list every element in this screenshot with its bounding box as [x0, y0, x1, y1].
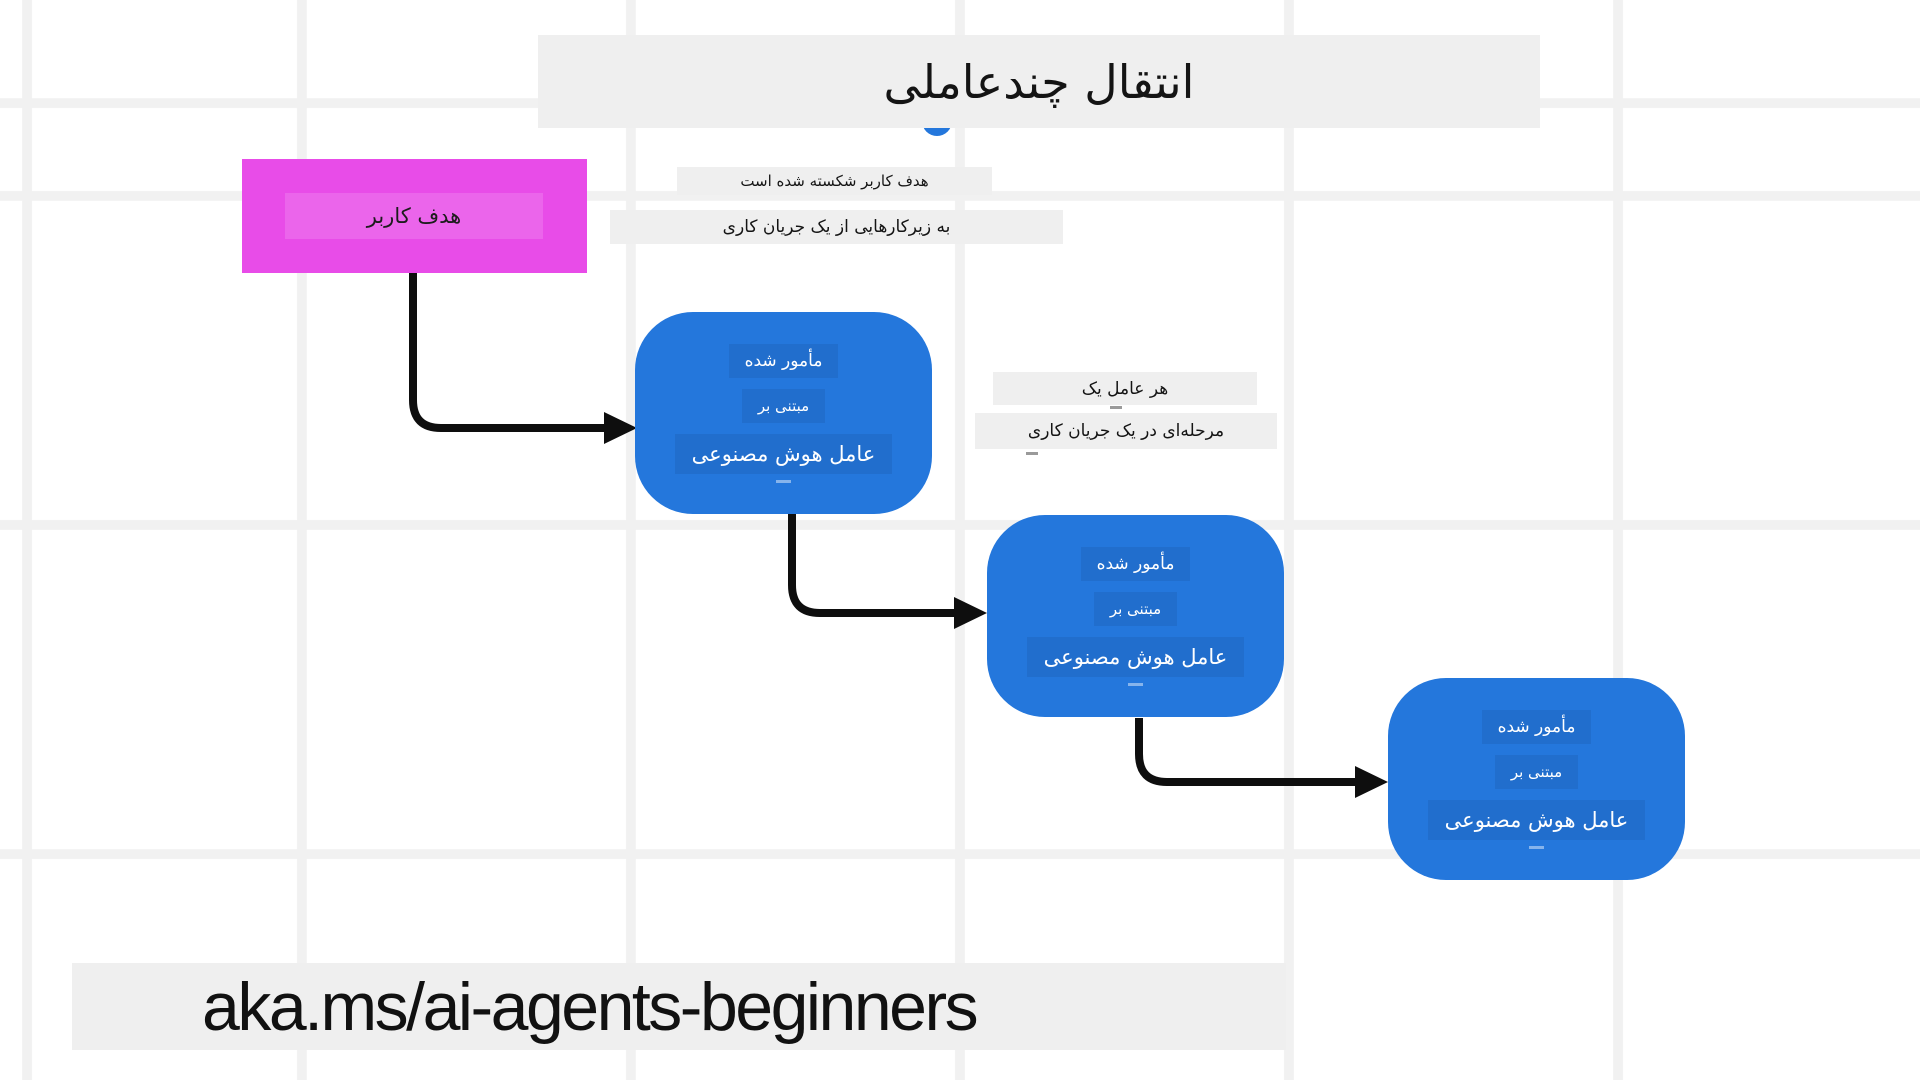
arrow-agent1-to-agent2 [788, 513, 957, 617]
annotation-line-1: هر عامل یک [993, 372, 1257, 405]
agent1-assigned-label: مأمور شده [728, 343, 839, 378]
subtitle-text-2: به زیرکارهایی از یک جریان کاری [722, 217, 951, 237]
user-goal-node[interactable]: هدف کاربر [242, 159, 587, 273]
agent2-assigned-label: مأمور شده [1080, 546, 1191, 581]
agent1-underscore-mark [776, 479, 791, 483]
arrowhead-3-icon [1355, 766, 1388, 798]
agent3-title-label: عامل هوش مصنوعی [1427, 799, 1646, 840]
user-goal-label-highlight: هدف کاربر [285, 193, 543, 239]
title-bar: انتقال چندعاملی [538, 35, 1540, 128]
subtitle-line-1: هدف کاربر شکسته شده است [677, 167, 992, 195]
page-title: انتقال چندعاملی [883, 54, 1195, 109]
annotation-text-2: مرحله‌ای در یک جریان کاری [1027, 421, 1225, 441]
agent2-based-on-label: مبتنی بر [1093, 591, 1178, 626]
agent2-title-label: عامل هوش مصنوعی [1026, 636, 1245, 677]
annotation-text-1: هر عامل یک [1081, 378, 1169, 399]
ai-agent-node-3[interactable]: مأمور شده مبتنی بر عامل هوش مصنوعی [1388, 678, 1685, 880]
agent3-assigned-label: مأمور شده [1481, 709, 1592, 744]
agent1-based-on-label: مبتنی بر [741, 388, 826, 423]
agent1-title-label: عامل هوش مصنوعی [674, 433, 893, 474]
arrowhead-2-icon [954, 597, 987, 629]
annotation-underscore-mark-2 [1026, 452, 1038, 455]
footer-bar: aka.ms/ai-agents-beginners [72, 963, 1286, 1050]
ai-agent-node-2[interactable]: مأمور شده مبتنی بر عامل هوش مصنوعی [987, 515, 1284, 717]
annotation-line-2: مرحله‌ای در یک جریان کاری [975, 413, 1277, 449]
user-goal-label: هدف کاربر [366, 204, 462, 228]
arrow-goal-to-agent1 [409, 273, 607, 432]
subtitle-text-1: هدف کاربر شکسته شده است [740, 172, 929, 190]
arrowhead-1-icon [604, 412, 637, 444]
subtitle-line-2: به زیرکارهایی از یک جریان کاری [610, 210, 1063, 244]
agent2-underscore-mark [1128, 682, 1143, 686]
ai-agent-node-1[interactable]: مأمور شده مبتنی بر عامل هوش مصنوعی [635, 312, 932, 514]
arrow-agent2-to-agent3 [1135, 718, 1358, 786]
agent3-based-on-label: مبتنی بر [1494, 754, 1579, 789]
agent3-underscore-mark [1529, 845, 1544, 849]
annotation-underscore-mark-1 [1110, 406, 1122, 409]
footer-link[interactable]: aka.ms/ai-agents-beginners [202, 968, 979, 1045]
